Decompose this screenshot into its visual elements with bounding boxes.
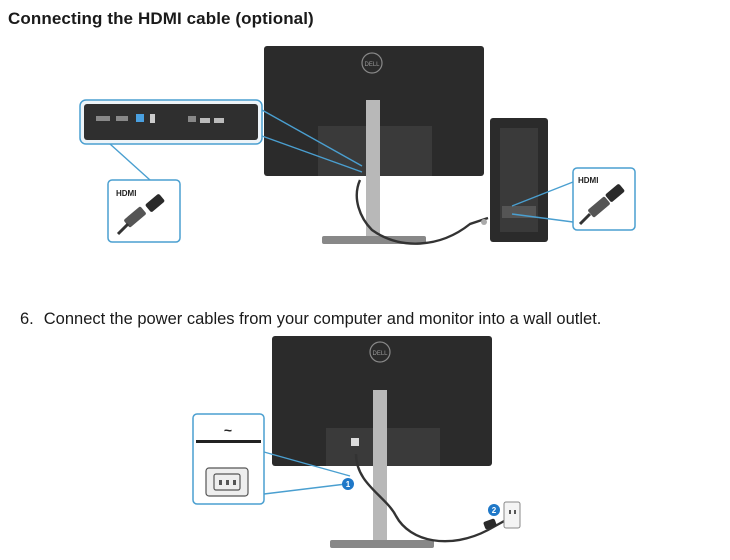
monitor-stand xyxy=(366,100,380,236)
step-number: 6. xyxy=(20,310,34,328)
hdmi-connection-illustration: DELL HDMI HDMI xyxy=(79,46,636,245)
monitor-hdmi-label: HDMI xyxy=(116,189,136,198)
power-connection-illustration: DELL ~ 1 2 xyxy=(192,336,521,548)
svg-text:DELL: DELL xyxy=(372,351,388,357)
computer-hdmi-callout: HDMI xyxy=(511,167,636,231)
monitor-stand xyxy=(373,390,387,540)
computer-tower xyxy=(481,118,548,242)
monitor-hdmi-callout: HDMI xyxy=(107,179,181,243)
dell-logo: DELL xyxy=(369,341,391,363)
dell-logo: DELL xyxy=(361,52,383,74)
svg-text:2: 2 xyxy=(492,506,497,515)
wall-outlet xyxy=(503,501,521,529)
svg-text:DELL: DELL xyxy=(364,62,380,68)
computer-hdmi-label: HDMI xyxy=(578,176,598,185)
hdmi-cable xyxy=(355,179,489,245)
callout-badge-1: 1 xyxy=(342,478,354,490)
power-symbol: ~ xyxy=(224,422,232,438)
power-cable xyxy=(354,453,507,543)
stand-base xyxy=(330,540,434,548)
monitor-ports-callout xyxy=(79,99,363,181)
step-text: Connect the power cables from your compu… xyxy=(43,310,602,328)
svg-text:1: 1 xyxy=(346,480,351,489)
section-heading: Connecting the HDMI cable (optional) xyxy=(8,9,314,28)
callout-badge-2: 2 xyxy=(488,504,500,516)
step-6: 6. Connect the power cables from your com… xyxy=(20,310,601,329)
power-port-callout: ~ xyxy=(192,413,351,505)
